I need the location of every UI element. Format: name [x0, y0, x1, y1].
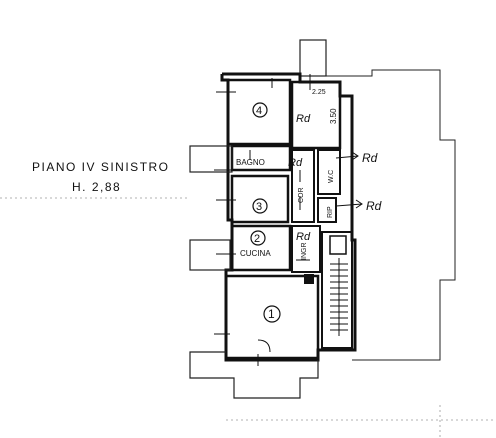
elevator-shaft — [329, 235, 347, 255]
label-wc: W.C — [328, 170, 335, 183]
room-rip — [317, 197, 337, 223]
black-column — [304, 274, 314, 284]
handwritten-rd-1: Rd — [296, 113, 311, 125]
plan-title: PIANO IV SINISTRO — [32, 160, 170, 174]
handwritten-rd-4: Rd — [366, 199, 382, 213]
room-2-cucina — [230, 224, 292, 272]
room-corridor — [291, 149, 315, 223]
room-4-number: 4 — [256, 105, 262, 117]
label-cor: COR — [298, 187, 305, 203]
door-marks — [214, 74, 311, 366]
balcony-top — [299, 39, 327, 77]
handwritten-rd-5: Rd — [296, 231, 311, 243]
room-ingresso — [291, 225, 321, 273]
stair-treads — [330, 258, 348, 336]
room-3 — [230, 174, 290, 224]
room-3-number: 3 — [256, 201, 262, 213]
label-cucina: CUCINA — [240, 249, 271, 258]
dotted-guides — [0, 197, 496, 438]
balcony-bottom — [189, 351, 319, 399]
room-4 — [226, 78, 292, 146]
label-ingr: INGR — [301, 243, 308, 261]
handwritten-rd-2: Rd — [288, 157, 303, 169]
room-number-markers — [250, 102, 281, 323]
label-dim-225: 2.25 — [312, 89, 326, 96]
height-label: H. 2,88 — [72, 180, 122, 194]
label-bagno: BAGNO — [236, 158, 265, 167]
handwritten-rd-3: Rd — [362, 151, 378, 165]
stairwell — [321, 231, 353, 349]
room-wc — [317, 149, 341, 195]
hall-top — [290, 80, 342, 150]
balcony-left-2 — [189, 239, 231, 271]
label-dim-350: 3.50 — [329, 108, 338, 124]
annotation-arrows — [335, 151, 363, 209]
label-rip: RIP — [327, 206, 334, 218]
room-1 — [224, 274, 320, 360]
room-2-number: 2 — [254, 233, 260, 245]
adjacent-building-outline — [300, 69, 456, 361]
room-1-number: 1 — [268, 307, 275, 321]
balcony-left-1 — [189, 145, 233, 173]
